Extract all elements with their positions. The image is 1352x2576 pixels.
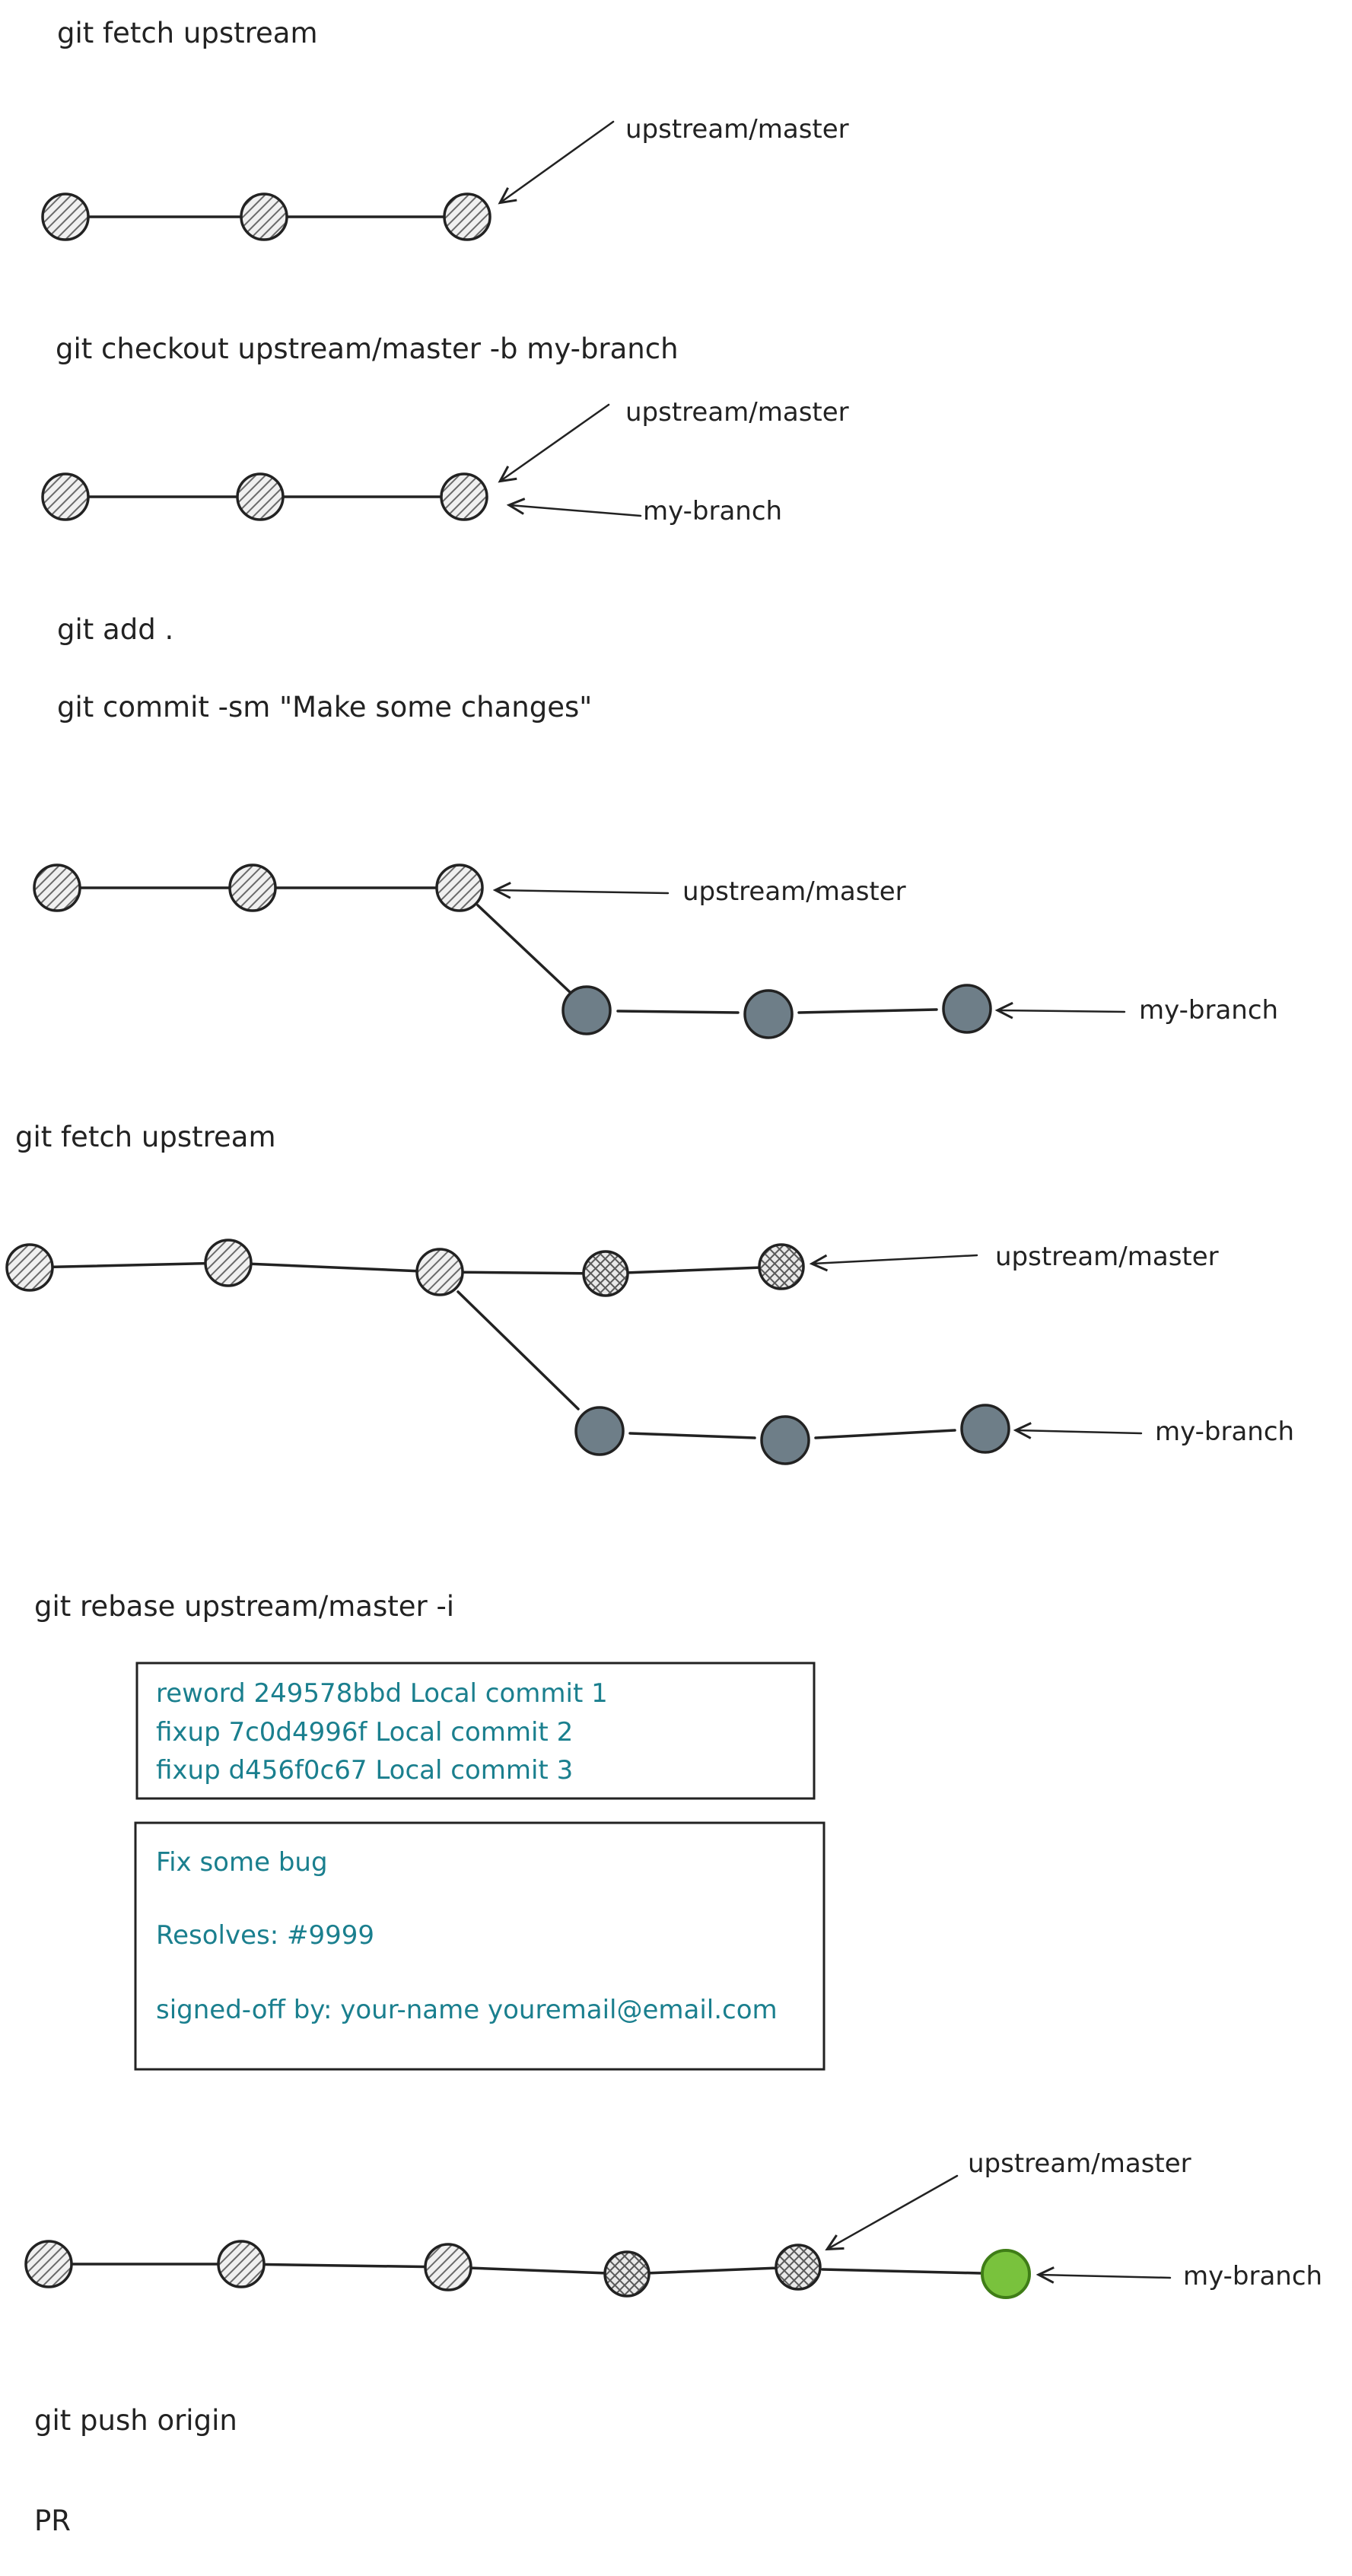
commit-node — [24, 2240, 73, 2288]
branch-edge — [456, 1290, 580, 1410]
commit-edge — [438, 1271, 607, 1275]
commit-node-local — [743, 989, 794, 1039]
commit-node — [41, 472, 90, 521]
commit-node — [443, 192, 491, 241]
commit-node — [236, 472, 285, 521]
arrow-my-branch — [1039, 2275, 1172, 2278]
commit-edge — [625, 2266, 800, 2275]
text-pr: PR — [34, 2504, 72, 2537]
commit-node — [415, 1248, 464, 1296]
commit-node-local — [960, 1404, 1010, 1454]
arrow-upstream-master — [501, 120, 615, 202]
commit-node-upstream-new — [603, 2250, 651, 2298]
rebase-todo-line: reword 249578bbd Local commit 1 — [156, 1678, 608, 1709]
commit-edge — [604, 1265, 783, 1275]
commit-edge — [28, 1261, 230, 1269]
arrow-upstream-master — [828, 2174, 959, 2249]
branch-edge — [476, 904, 572, 994]
command-git-rebase: git rebase upstream/master -i — [34, 1590, 455, 1623]
branch-label-my-branch: my-branch — [1155, 1417, 1295, 1447]
commit-node — [204, 1239, 253, 1287]
commit-message-line: signed-off by: your-name youremail@email… — [156, 1995, 778, 2025]
commit-node — [5, 1243, 54, 1292]
branch-label-my-branch: my-branch — [1183, 2261, 1323, 2291]
command-git-commit: git commit -sm "Make some changes" — [57, 691, 593, 724]
commit-edge — [628, 1432, 756, 1439]
commit-edge — [821, 2268, 982, 2275]
commit-node-upstream-new — [775, 2244, 822, 2291]
arrow-upstream-master — [501, 403, 610, 481]
branch-label-upstream-master: upstream/master — [995, 1242, 1219, 1272]
commit-node — [228, 863, 277, 912]
branch-label-upstream-master: upstream/master — [625, 114, 849, 145]
commit-edge — [227, 1261, 441, 1274]
commit-message-box — [134, 1821, 826, 2071]
commit-node-local — [942, 984, 992, 1034]
command-git-push: git push origin — [34, 2404, 237, 2437]
command-git-fetch-upstream-1: git fetch upstream — [57, 17, 318, 49]
commit-node-local — [760, 1415, 810, 1465]
commit-node — [217, 2240, 266, 2288]
graph-diverged — [5, 1239, 1143, 1465]
rebase-todo-line: fixup d456f0c67 Local commit 3 — [156, 1755, 574, 1786]
commit-node — [440, 472, 488, 521]
commit-node-local — [561, 985, 612, 1035]
commit-edge — [616, 1010, 740, 1014]
branch-label-upstream-master: upstream/master — [682, 876, 906, 907]
commit-node-rebased — [981, 2249, 1031, 2299]
commit-message-line: Fix some bug — [156, 1847, 328, 1878]
rebase-todo-box — [135, 1662, 816, 1800]
arrow-my-branch — [998, 1010, 1126, 1012]
commit-node — [33, 863, 81, 912]
branch-label-my-branch: my-branch — [643, 496, 783, 526]
branch-label-upstream-master: upstream/master — [625, 397, 849, 428]
arrow-upstream-master — [496, 890, 670, 893]
commit-node — [240, 192, 288, 241]
commit-node — [41, 192, 90, 241]
arrow-my-branch — [510, 505, 642, 517]
graph-local-commits — [33, 863, 1126, 1039]
command-git-checkout: git checkout upstream/master -b my-branc… — [56, 332, 679, 365]
branch-label-upstream-master: upstream/master — [968, 2148, 1191, 2179]
graph-after-checkout — [41, 403, 642, 521]
commit-node-local — [574, 1406, 625, 1456]
commit-node — [435, 863, 484, 912]
command-git-fetch-upstream-2: git fetch upstream — [15, 1121, 276, 1153]
commit-edge — [797, 1008, 938, 1014]
arrow-my-branch — [1016, 1430, 1143, 1433]
commit-node — [424, 2243, 472, 2291]
arrow-upstream-master — [813, 1255, 978, 1264]
commit-edge — [814, 1429, 956, 1439]
rebase-todo-line: fixup 7c0d4996f Local commit 2 — [156, 1717, 574, 1748]
commit-edge — [447, 2266, 628, 2275]
commit-message-line: Resolves: #9999 — [156, 1920, 375, 1951]
commit-node-upstream-new — [758, 1243, 805, 1290]
graph-after-fetch-1 — [41, 120, 615, 241]
commit-node-upstream-new — [582, 1250, 629, 1297]
branch-label-my-branch: my-branch — [1139, 995, 1279, 1026]
commit-edge — [240, 2263, 450, 2269]
graph-after-rebase — [24, 2174, 1172, 2299]
command-git-add: git add . — [57, 613, 174, 646]
